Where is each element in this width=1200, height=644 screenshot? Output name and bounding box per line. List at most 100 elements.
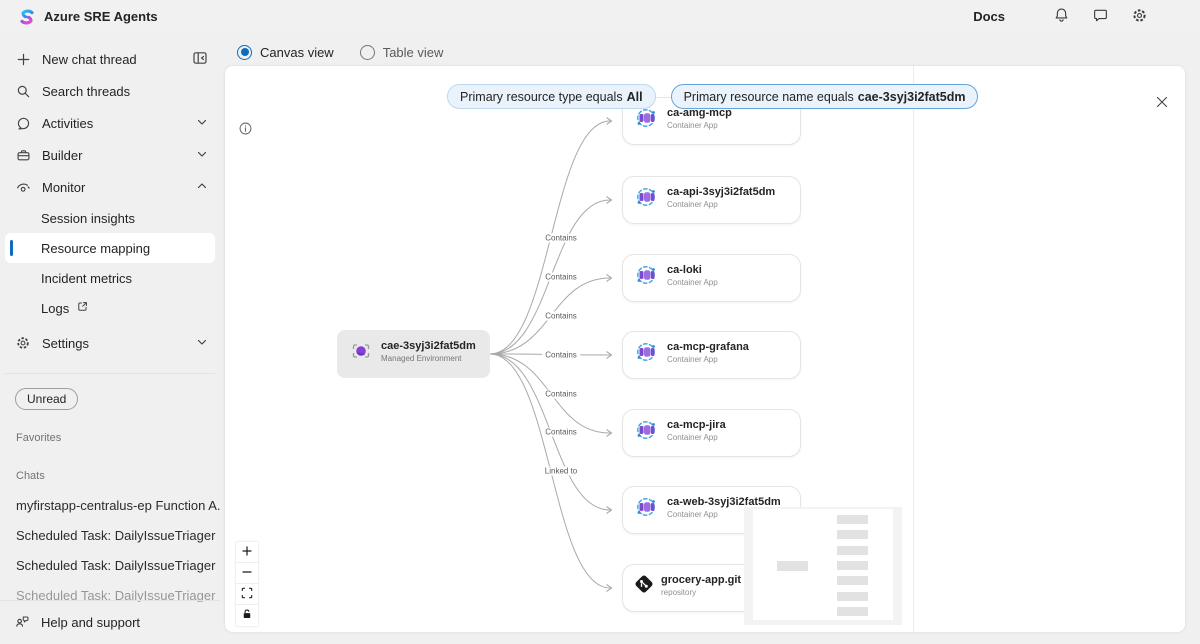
node-title: ca-api-3syj3i2fat5dm xyxy=(667,186,776,198)
close-panel-button[interactable] xyxy=(1155,95,1169,112)
minimap-node xyxy=(837,607,868,616)
edge-label: Contains xyxy=(542,350,580,359)
filter-value: All xyxy=(626,89,643,104)
collapse-sidebar-button[interactable] xyxy=(192,50,208,69)
root-node-title: cae-3syj3i2fat5dm xyxy=(381,340,476,352)
minimap-node xyxy=(777,561,808,571)
chevron-down-icon xyxy=(196,116,208,131)
notifications-button[interactable] xyxy=(1053,7,1070,27)
plus-icon xyxy=(241,545,253,560)
minimap[interactable] xyxy=(744,507,902,625)
panel-collapse-icon xyxy=(192,50,208,69)
sidebar: New chat thread Search threads Activitie… xyxy=(0,33,220,644)
canvas-view-label: Canvas view xyxy=(260,44,334,60)
flow-diagram-area[interactable]: Primary resource type equals All Primary… xyxy=(225,66,979,632)
builder-label: Builder xyxy=(42,147,83,163)
container-app-icon xyxy=(634,419,660,441)
minimap-node xyxy=(837,530,868,539)
chevron-down-icon xyxy=(196,148,208,163)
sidebar-item-session-insights[interactable]: Session insights xyxy=(0,203,220,233)
help-support-label: Help and support xyxy=(41,615,141,630)
settings-button[interactable] xyxy=(1131,7,1148,27)
canvas-view-radio[interactable]: Canvas view xyxy=(237,44,334,60)
docs-link[interactable]: Docs xyxy=(973,9,1005,24)
sidebar-item-logs[interactable]: Logs xyxy=(0,293,220,323)
sidebar-divider xyxy=(5,373,215,374)
search-threads-button[interactable]: Search threads xyxy=(0,75,220,107)
sidebar-item-activities[interactable]: Activities xyxy=(0,107,220,139)
radio-unselected-icon xyxy=(359,44,375,60)
feedback-button[interactable] xyxy=(1092,7,1109,27)
favorites-section-label: Favorites xyxy=(16,432,62,444)
chat-thread-item[interactable]: Scheduled Task: DailyIssueTriager xyxy=(16,527,216,543)
filter-pill-resource-type[interactable]: Primary resource type equals All xyxy=(447,84,656,109)
edge-label: Linked to xyxy=(541,466,581,476)
chat-bubble-icon xyxy=(1092,7,1109,27)
settings-label: Settings xyxy=(42,335,89,351)
node-subtitle: Container App xyxy=(667,354,718,364)
node-title: grocery-app.git xyxy=(661,574,742,586)
node-title: ca-web-3syj3i2fat5dm xyxy=(667,496,781,508)
minimap-node xyxy=(837,546,868,555)
node-subtitle: Container App xyxy=(667,120,718,130)
sidebar-item-resource-mapping[interactable]: Resource mapping xyxy=(5,233,215,263)
table-view-label: Table view xyxy=(382,44,444,60)
sidebar-item-settings[interactable]: Settings xyxy=(0,327,220,359)
container-app-icon xyxy=(634,341,660,363)
lock-button[interactable] xyxy=(236,605,258,626)
filter-text: Primary resource type equals xyxy=(460,89,623,104)
info-icon xyxy=(238,122,253,139)
container-app-icon xyxy=(634,264,660,286)
node-subtitle: Container App xyxy=(667,277,718,287)
radio-selected-icon xyxy=(237,44,252,60)
lock-icon xyxy=(241,608,253,623)
canvas-info-button[interactable] xyxy=(238,121,253,139)
activities-chat-icon xyxy=(15,116,31,131)
table-view-radio[interactable]: Table view xyxy=(359,44,444,60)
minimap-node xyxy=(837,561,868,570)
minimap-viewport xyxy=(753,509,893,620)
git-repo-icon xyxy=(634,574,654,594)
view-toggle: Canvas view Table view xyxy=(237,40,443,64)
managed-environment-icon xyxy=(349,340,373,362)
chat-thread-item[interactable]: myfirstapp-centralus-ep Function A... xyxy=(16,497,220,513)
sidebar-item-incident-metrics[interactable]: Incident metrics xyxy=(0,263,220,293)
node-subtitle: Container App xyxy=(667,432,718,442)
filter-pill-resource-name[interactable]: Primary resource name equals cae-3syj3i2… xyxy=(670,84,979,109)
details-panel xyxy=(915,66,1185,632)
chat-thread-item[interactable]: Scheduled Task: DailyIssueTriager xyxy=(16,587,216,603)
node-title: ca-loki xyxy=(667,264,702,276)
node-subtitle: Container App xyxy=(667,199,718,209)
chevron-down-icon xyxy=(196,336,208,351)
app-title: Azure SRE Agents xyxy=(44,9,158,24)
plus-icon xyxy=(15,52,31,67)
incident-metrics-label: Incident metrics xyxy=(41,270,133,286)
unread-filter-button[interactable]: Unread xyxy=(15,388,79,410)
zoom-out-button[interactable] xyxy=(236,563,258,584)
sidebar-item-builder[interactable]: Builder xyxy=(0,139,220,171)
fit-view-icon xyxy=(241,587,253,602)
new-chat-thread-button[interactable]: New chat thread xyxy=(0,43,220,75)
fit-view-button[interactable] xyxy=(236,584,258,605)
resource-node-root[interactable]: cae-3syj3i2fat5dm Managed Environment xyxy=(337,330,490,378)
zoom-in-button[interactable] xyxy=(236,542,258,563)
logs-label: Logs xyxy=(41,300,70,316)
sidebar-item-monitor[interactable]: Monitor xyxy=(0,171,220,203)
monitor-label: Monitor xyxy=(42,179,86,195)
canvas-zoom-controls xyxy=(236,542,258,626)
root-node-subtitle: Managed Environment xyxy=(381,353,462,363)
top-bar: Azure SRE Agents Docs xyxy=(0,0,1200,33)
chevron-up-icon xyxy=(196,180,208,195)
help-and-support-button[interactable]: Help and support xyxy=(0,600,220,644)
minus-icon xyxy=(241,566,253,581)
activities-label: Activities xyxy=(42,115,94,131)
edge-label: Contains xyxy=(542,233,580,242)
chat-thread-list: myfirstapp-centralus-ep Function A... Sch… xyxy=(0,490,220,603)
edge-label: Contains xyxy=(542,427,580,437)
node-title: ca-mcp-grafana xyxy=(667,341,749,353)
chat-thread-item[interactable]: Scheduled Task: DailyIssueTriager xyxy=(16,557,216,573)
